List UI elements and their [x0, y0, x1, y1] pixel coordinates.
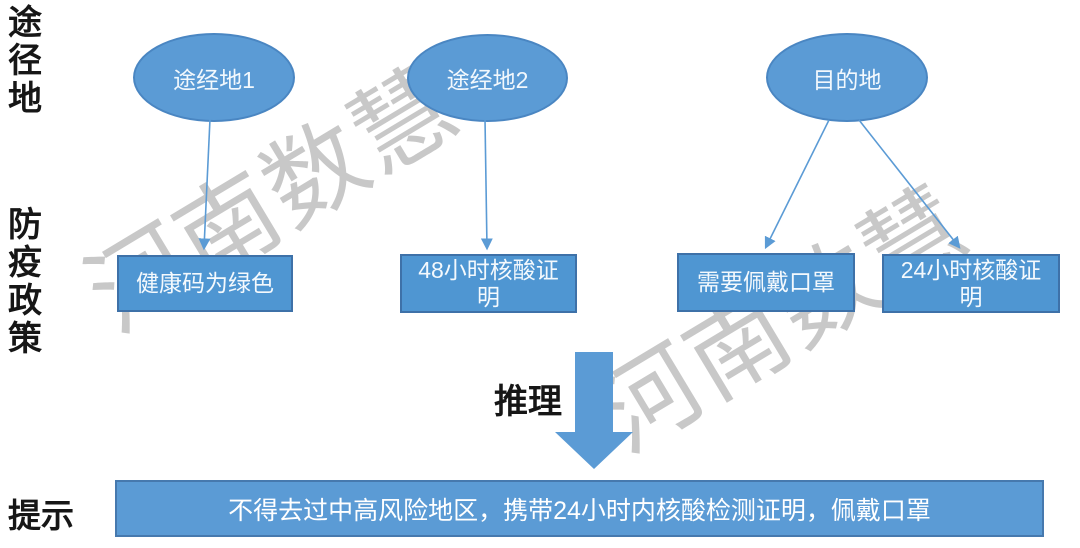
inference-label: 推理 [494, 383, 562, 421]
box-24h-nucleic-proof-label: 24小时核酸证明 [900, 256, 1042, 310]
box-24h-nucleic-proof: 24小时核酸证明 [882, 254, 1060, 313]
ellipse-destination: 目的地 [766, 33, 928, 122]
side-label-route-char: 途 [8, 4, 42, 42]
result-bar-text: 不得去过中高风险地区，携带24小时内核酸检测证明，佩戴口罩 [228, 496, 931, 525]
ellipse-destination-label: 目的地 [812, 66, 882, 93]
box-wear-mask: 需要佩戴口罩 [677, 253, 855, 312]
side-label-policy-char: 策 [8, 320, 42, 358]
connector-waypoint2-to-box [480, 118, 493, 251]
ellipse-waypoint-2: 途经地2 [407, 34, 568, 122]
ellipse-waypoint-1-label: 途经地1 [173, 66, 255, 93]
side-label-tip: 提示 [8, 497, 74, 534]
side-label-route: 途 径 地 [8, 4, 42, 118]
side-label-route-char: 地 [8, 80, 42, 118]
ellipse-waypoint-1: 途经地1 [133, 33, 295, 122]
result-bar: 不得去过中高风险地区，携带24小时内核酸检测证明，佩戴口罩 [115, 480, 1044, 537]
box-48h-nucleic-proof: 48小时核酸证明 [400, 254, 577, 313]
box-wear-mask-label: 需要佩戴口罩 [697, 269, 835, 295]
box-health-code-green: 健康码为绿色 [117, 255, 293, 312]
ellipse-waypoint-2-label: 途经地2 [446, 67, 529, 93]
box-health-code-green-label: 健康码为绿色 [136, 270, 274, 296]
side-label-policy-char: 政 [8, 282, 42, 320]
side-label-policy: 防 疫 政 策 [8, 206, 42, 358]
side-label-policy-char: 防 [8, 206, 42, 244]
side-label-route-char: 径 [8, 42, 42, 80]
side-label-policy-char: 疫 [8, 244, 42, 282]
box-48h-nucleic-proof-label: 48小时核酸证明 [418, 256, 559, 310]
